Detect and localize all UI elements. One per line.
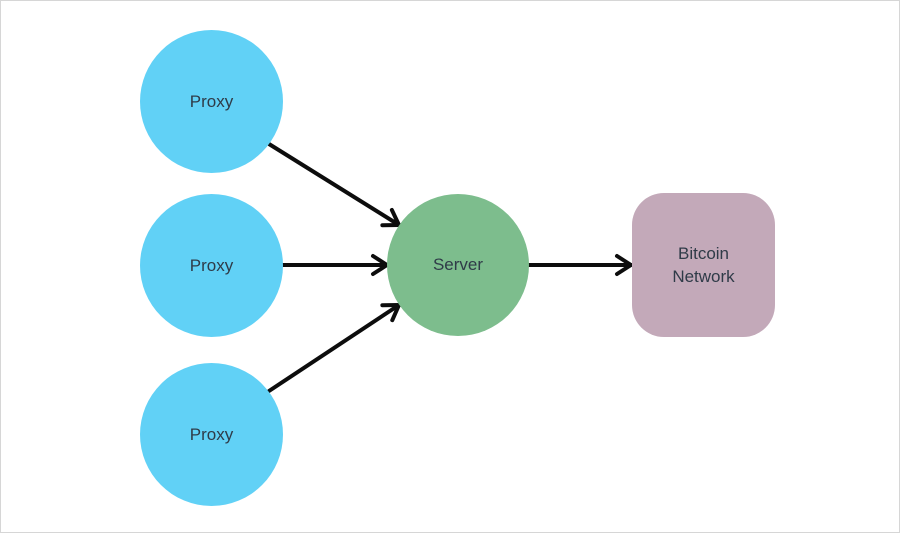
node-server-label: Server bbox=[432, 255, 484, 275]
node-server[interactable]: Server bbox=[387, 194, 529, 336]
node-proxy-3-label: Proxy bbox=[189, 424, 234, 444]
node-bitcoin-network-label: Bitcoin Network bbox=[672, 243, 735, 286]
edge-proxy1-to-server[interactable] bbox=[267, 142, 401, 228]
node-bitcoin-network[interactable]: Bitcoin Network bbox=[632, 193, 775, 337]
node-proxy-1-label: Proxy bbox=[189, 91, 234, 111]
node-proxy-2-label: Proxy bbox=[189, 255, 234, 275]
edge-proxy3-to-server[interactable] bbox=[267, 303, 401, 393]
node-proxy-3[interactable]: Proxy bbox=[140, 363, 283, 506]
node-proxy-2[interactable]: Proxy bbox=[140, 194, 283, 337]
node-proxy-1[interactable]: Proxy bbox=[140, 30, 283, 173]
